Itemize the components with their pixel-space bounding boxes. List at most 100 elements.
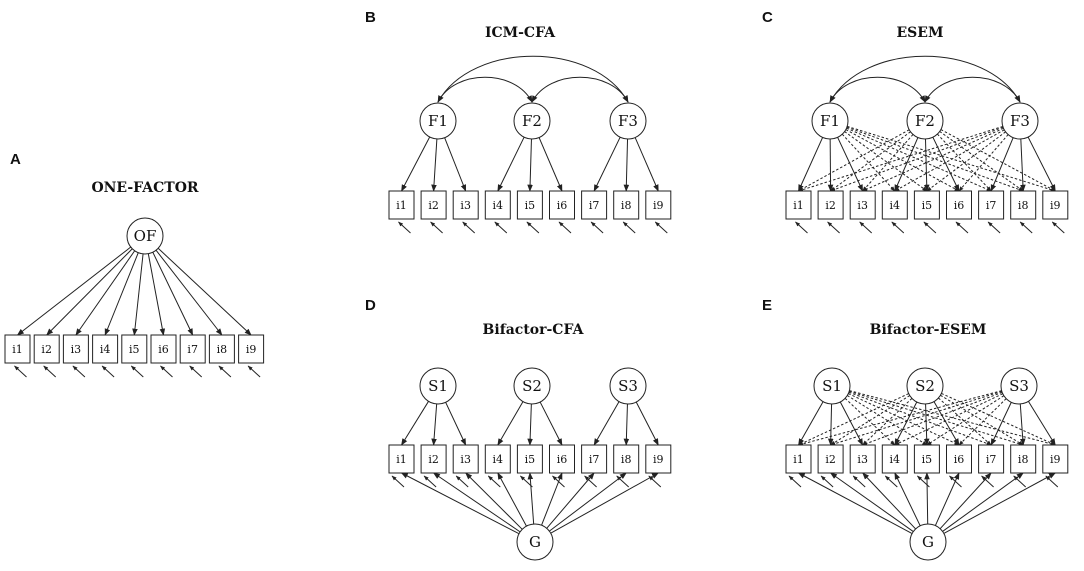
cross-loading-arrow — [941, 130, 1055, 191]
loading-arrow — [799, 402, 824, 445]
cross-loading-arrow — [831, 396, 910, 445]
item-label: i4 — [890, 453, 901, 466]
residual-arrow — [789, 476, 801, 487]
general-loading-arrow — [542, 473, 562, 525]
loading-arrow — [636, 402, 658, 445]
cross-loading-arrow — [845, 132, 927, 191]
panel-title: Bifactor-ESEM — [870, 322, 987, 338]
residual-arrow — [102, 366, 114, 377]
residual-arrow — [553, 476, 565, 487]
residual-arrow — [392, 476, 404, 487]
item-label: i1 — [793, 199, 804, 212]
item-label: i3 — [460, 199, 471, 212]
loading-arrow — [47, 249, 133, 335]
general-loading-arrow — [831, 473, 914, 532]
item-label: i4 — [493, 199, 504, 212]
loading-arrow — [498, 402, 523, 445]
residual-arrow — [1014, 476, 1026, 487]
residual-arrow — [488, 476, 500, 487]
factor-s2-label: S2 — [522, 377, 542, 395]
item-label: i2 — [825, 199, 836, 212]
factor-f1-label: F1 — [428, 112, 448, 130]
cross-loading-arrow — [940, 131, 1024, 191]
factor-covariance-arc — [830, 56, 1020, 102]
item-label: i9 — [246, 343, 257, 356]
loading-arrow — [530, 139, 532, 191]
item-label: i4 — [493, 453, 504, 466]
loading-arrow — [991, 138, 1013, 191]
residual-arrow — [828, 222, 840, 233]
item-label: i7 — [986, 199, 997, 212]
item-label: i9 — [1050, 453, 1061, 466]
item-label: i9 — [1050, 199, 1061, 212]
residual-arrow — [917, 476, 929, 487]
item-label: i7 — [589, 199, 600, 212]
residual-arrow — [956, 222, 968, 233]
loading-arrow — [925, 139, 926, 191]
cross-loading-arrow — [799, 130, 910, 191]
residual-arrow — [1052, 222, 1064, 233]
general-loading-arrow — [927, 473, 928, 524]
general-loading-arrow — [940, 473, 991, 529]
factor-s3-label: S3 — [1009, 377, 1029, 395]
loading-arrow — [134, 254, 143, 335]
panel-letter-c: C — [762, 9, 773, 26]
general-loading-arrow — [402, 473, 520, 534]
loading-arrow — [540, 402, 562, 445]
factor-s1-label: S1 — [428, 377, 448, 395]
item-label: i2 — [428, 199, 439, 212]
residual-arrow — [73, 366, 85, 377]
item-label: i5 — [525, 453, 536, 466]
factor-f2-label: F2 — [522, 112, 542, 130]
loading-arrow — [926, 404, 927, 445]
residual-arrow — [495, 222, 507, 233]
panel-title: ICM-CFA — [485, 25, 556, 41]
residual-arrow — [431, 222, 443, 233]
item-label: i7 — [986, 453, 997, 466]
factor-s1-label: S1 — [822, 377, 842, 395]
residual-arrow — [617, 476, 629, 487]
residual-arrow — [892, 222, 904, 233]
general-loading-arrow — [434, 473, 521, 532]
loading-arrow — [1021, 139, 1023, 191]
general-factor-label: G — [922, 533, 934, 551]
residual-arrow — [853, 476, 865, 487]
loading-arrow — [1020, 404, 1023, 445]
item-label: i6 — [158, 343, 169, 356]
loading-arrow — [18, 247, 131, 335]
factor-covariance-arc — [438, 56, 628, 102]
residual-arrow — [988, 222, 1000, 233]
general-loading-arrow — [549, 473, 626, 531]
item-label: i1 — [793, 453, 804, 466]
loading-arrow — [156, 250, 222, 335]
residual-arrow — [655, 222, 667, 233]
residual-arrow — [1046, 476, 1058, 487]
loading-arrow — [539, 138, 562, 191]
item-label: i3 — [857, 199, 868, 212]
item-label: i1 — [396, 453, 407, 466]
item-label: i6 — [954, 199, 965, 212]
item-label: i7 — [589, 453, 600, 466]
residual-arrow — [456, 476, 468, 487]
loading-arrow — [594, 137, 620, 191]
residual-arrow — [924, 222, 936, 233]
loading-arrow — [635, 138, 658, 191]
residual-arrow — [796, 222, 808, 233]
factor-f1-label: F1 — [820, 112, 840, 130]
panel-letter-e: E — [762, 297, 772, 314]
loading-arrow — [799, 137, 823, 191]
loading-arrow — [402, 401, 429, 445]
residual-arrow — [527, 222, 539, 233]
loading-arrow — [446, 402, 466, 445]
general-loading-arrow — [547, 473, 594, 528]
loading-arrow — [626, 139, 627, 191]
item-label: i8 — [621, 199, 632, 212]
panel-letter-b: B — [365, 9, 376, 26]
factor-covariance-arc — [532, 77, 628, 102]
item-label: i2 — [41, 343, 52, 356]
loading-arrow — [626, 404, 627, 445]
residual-arrow — [885, 476, 897, 487]
residual-arrow — [248, 366, 260, 377]
factor-f2-label: F2 — [915, 112, 935, 130]
